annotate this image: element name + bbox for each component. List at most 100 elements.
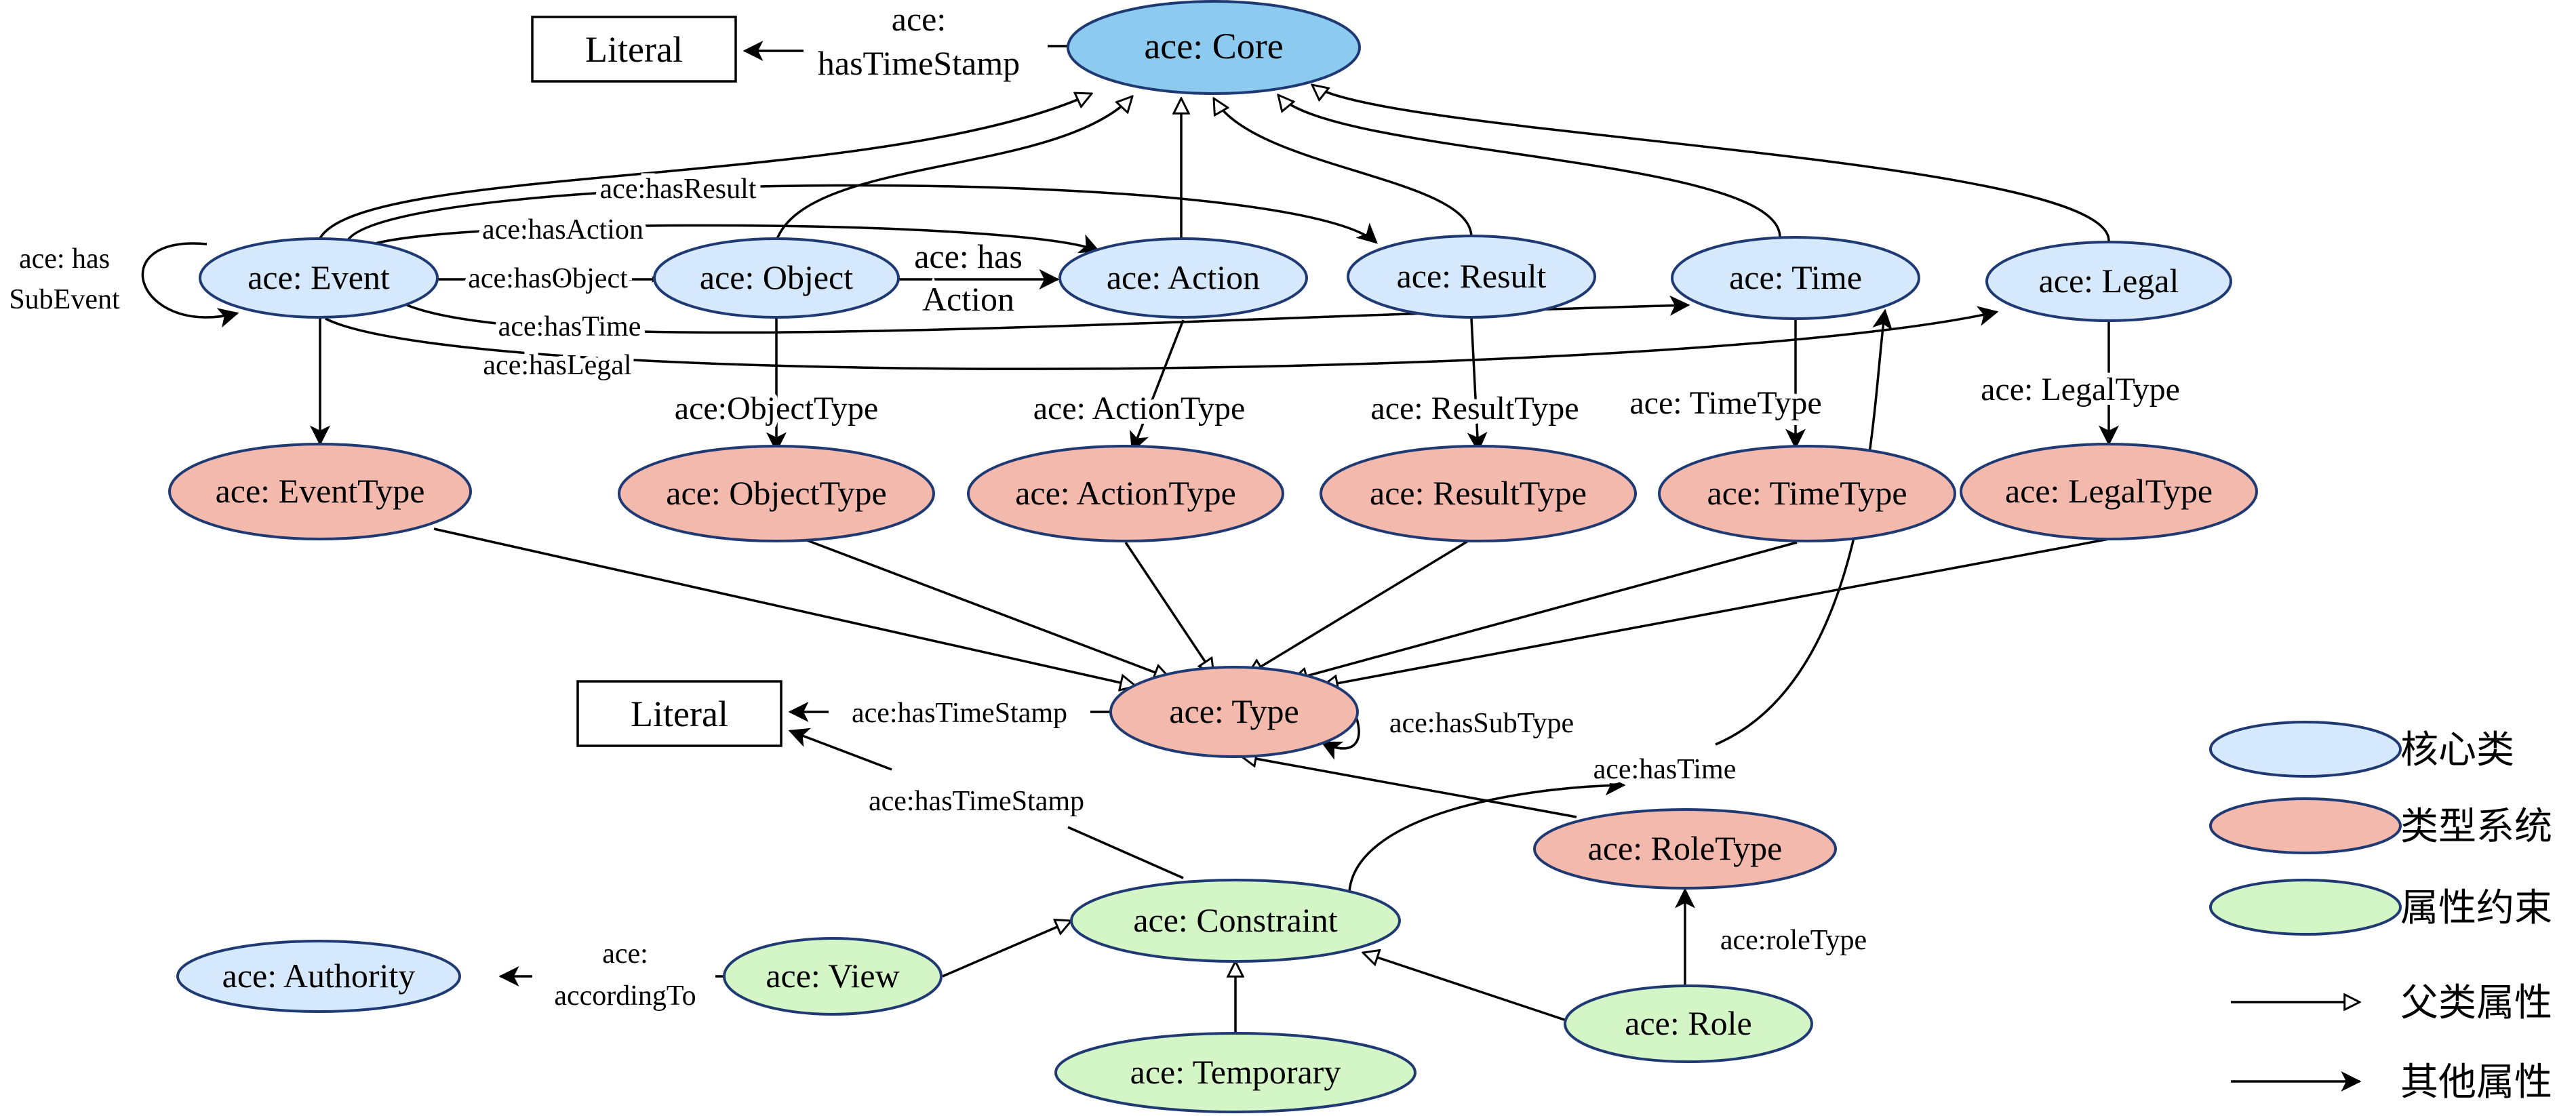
svg-text:ace: Legal: ace: Legal <box>2039 262 2179 300</box>
label-constraint-timestamp: ace:hasTimeStamp <box>869 786 1084 817</box>
edge-objecttype-type <box>803 538 1170 678</box>
edge-eventtype-type <box>433 527 1136 686</box>
svg-text:ace: ObjectType: ace: ObjectType <box>666 474 887 512</box>
svg-text:类型系统: 类型系统 <box>2400 805 2552 849</box>
edge-labels: ace: hasTimeStamp ace: has SubEvent ace:… <box>9 0 2185 1012</box>
label-has-action: ace:hasAction <box>482 214 643 245</box>
label-sub-event-2: SubEvent <box>9 284 120 315</box>
node-role-type: ace: RoleType <box>1533 808 1837 890</box>
svg-text:ace: Type: ace: Type <box>1169 692 1299 730</box>
svg-text:ace: Event: ace: Event <box>247 258 390 296</box>
edge-object-core <box>775 96 1132 241</box>
label-has-time: ace:hasTime <box>498 311 641 342</box>
label-has-action-obj-1: ace: has <box>914 237 1023 275</box>
node-time-type: ace: TimeType <box>1658 445 1956 542</box>
node-legal: ace: Legal <box>1985 241 2232 322</box>
node-constraint: ace: Constraint <box>1070 879 1401 963</box>
label-time-type-prop: ace: TimeType <box>1629 385 1821 421</box>
edge-constraint-literal <box>1067 826 1184 879</box>
node-action: ace: Action <box>1058 237 1308 319</box>
label-has-sub-type: ace:hasSubType <box>1389 708 1574 739</box>
svg-text:父类属性: 父类属性 <box>2400 981 2552 1025</box>
svg-text:ace: Action: ace: Action <box>1107 258 1260 296</box>
edge-event-action <box>358 224 1101 254</box>
nodes: Literal ace: Core ace: Event ace: Object… <box>168 0 2258 1113</box>
node-literal-top: Literal <box>531 16 737 83</box>
edge-result-resulttype <box>1467 318 1488 453</box>
svg-text:ace: Authority: ace: Authority <box>222 957 416 995</box>
label-object-type-prop: ace:ObjectType <box>675 391 878 426</box>
node-result: ace: Result <box>1347 235 1596 319</box>
edge-time-core <box>1278 95 1781 238</box>
edge-resulttype-type <box>1248 540 1469 675</box>
svg-text:ace: LegalType: ace: LegalType <box>2005 472 2213 510</box>
svg-text:ace: View: ace: View <box>766 957 899 995</box>
legend-parent-property: 父类属性 <box>2231 981 2552 1025</box>
svg-text:核心类: 核心类 <box>2400 728 2514 772</box>
label-legal-type-prop: ace: LegalType <box>1981 372 2180 407</box>
edge-action-actiontype <box>1129 319 1185 453</box>
node-authority: ace: Authority <box>176 940 461 1013</box>
svg-text:Literal: Literal <box>631 694 728 734</box>
legend-core-class: 核心类 <box>2209 721 2514 778</box>
svg-text:ace: Time: ace: Time <box>1729 258 1862 296</box>
svg-text:ace: Core: ace: Core <box>1144 26 1283 66</box>
edge-legaltype-type <box>1322 538 2109 686</box>
label-according-to-2: accordingTo <box>554 980 696 1012</box>
label-has-object: ace:hasObject <box>468 263 628 294</box>
label-core-timestamp-2: hasTimeStamp <box>818 44 1020 82</box>
node-legal-type: ace: LegalType <box>1960 443 2258 540</box>
label-according-to-1: ace: <box>602 938 648 970</box>
edge-event-core <box>317 94 1092 241</box>
edge-result-core <box>1214 98 1473 238</box>
label-role-type-prop: ace:roleType <box>1720 925 1867 956</box>
label-has-result: ace:hasResult <box>600 174 757 205</box>
edge-event-legal <box>325 306 1999 370</box>
svg-text:ace: TimeType: ace: TimeType <box>1707 474 1907 512</box>
legend: 核心类 类型系统 属性约束 父类属性 其他属性 <box>2209 721 2552 1104</box>
svg-text:ace: Constraint: ace: Constraint <box>1133 901 1337 939</box>
edge-constraint-literal-head <box>788 728 892 771</box>
svg-text:Literal: Literal <box>585 29 683 70</box>
svg-text:ace: RoleType: ace: RoleType <box>1588 829 1783 867</box>
legend-other-property: 其他属性 <box>2231 1060 2552 1104</box>
label-has-action-obj-2: Action <box>922 280 1014 318</box>
label-action-type-prop: ace: ActionType <box>1033 391 1246 426</box>
edge-view-constraint <box>942 921 1071 978</box>
label-constraint-has-time: ace:hasTime <box>1593 754 1737 785</box>
label-result-type-prop: ace: ResultType <box>1370 391 1579 426</box>
label-has-legal: ace:hasLegal <box>483 350 631 381</box>
svg-text:ace: Temporary: ace: Temporary <box>1130 1053 1341 1091</box>
edge-event-subevent <box>141 242 239 328</box>
node-result-type: ace: ResultType <box>1320 445 1637 542</box>
label-core-timestamp-1: ace: <box>892 0 946 38</box>
edge-timetype-type <box>1292 541 1798 680</box>
node-time: ace: Time <box>1671 236 1920 320</box>
label-type-timestamp: ace:hasTimeStamp <box>852 698 1067 729</box>
edge-roletype-type <box>1241 756 1577 818</box>
legend-type-system: 类型系统 <box>2209 797 2552 854</box>
edge-constraint-time <box>1348 775 1626 892</box>
node-object-type: ace: ObjectType <box>618 445 935 542</box>
node-object: ace: Object <box>653 237 900 319</box>
node-role: ace: Role <box>1564 984 1813 1063</box>
edge-role-constraint <box>1363 953 1567 1022</box>
edge-event-result <box>344 184 1378 245</box>
node-literal-mid: Literal <box>576 680 782 747</box>
node-action-type: ace: ActionType <box>967 445 1284 542</box>
svg-text:ace: Result: ace: Result <box>1397 257 1547 295</box>
svg-text:其他属性: 其他属性 <box>2400 1060 2552 1104</box>
svg-text:ace: ActionType: ace: ActionType <box>1015 474 1236 512</box>
node-temporary: ace: Temporary <box>1054 1032 1416 1113</box>
node-view: ace: View <box>723 937 943 1016</box>
node-type: ace: Type <box>1109 666 1359 758</box>
svg-text:ace: EventType: ace: EventType <box>216 472 425 510</box>
svg-text:ace: Role: ace: Role <box>1625 1004 1751 1042</box>
svg-text:属性约束: 属性约束 <box>2400 886 2552 930</box>
edge-actiontype-type <box>1124 542 1214 675</box>
edge-legal-core <box>1312 85 2110 241</box>
legend-attribute-constraint: 属性约束 <box>2209 879 2552 936</box>
svg-text:ace: ResultType: ace: ResultType <box>1370 474 1587 512</box>
node-core: ace: Core <box>1067 0 1361 95</box>
